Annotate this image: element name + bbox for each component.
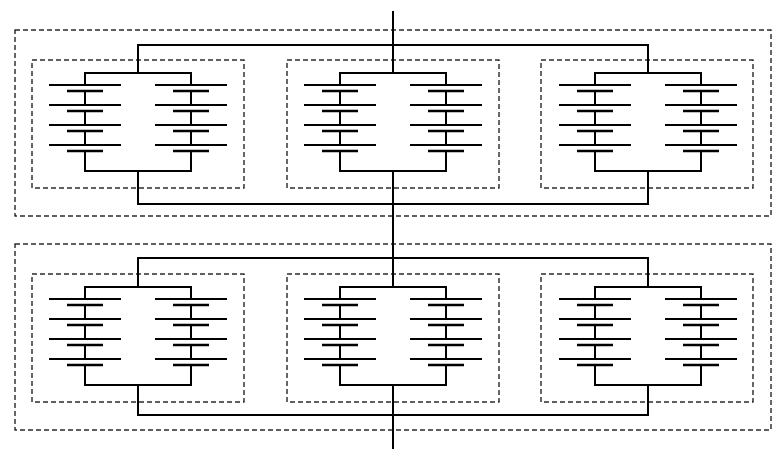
battery-submodule — [31, 44, 245, 205]
battery-submodule — [540, 44, 754, 205]
battery-submodule — [540, 257, 754, 416]
module-boundary — [14, 243, 772, 431]
battery-submodule — [286, 257, 500, 416]
battery-module — [14, 29, 772, 217]
battery-module — [14, 243, 772, 431]
battery-submodule — [286, 44, 500, 205]
module-boundary — [14, 29, 772, 217]
battery-submodule — [31, 257, 245, 416]
